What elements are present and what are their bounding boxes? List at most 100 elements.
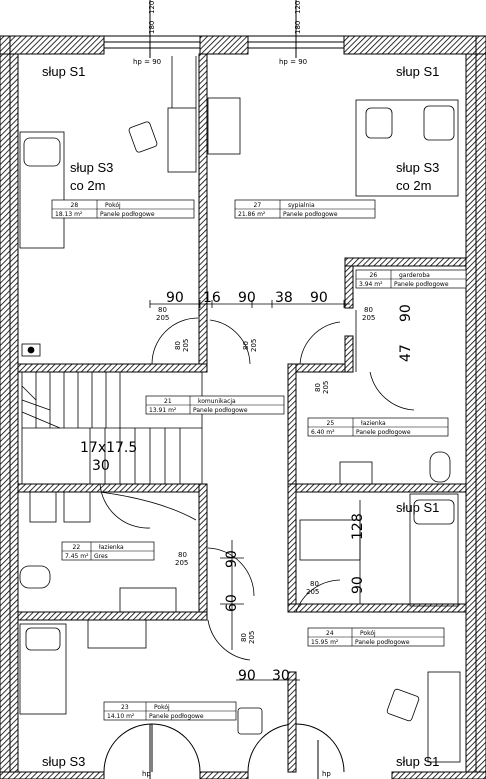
wall-vertical-mid-right [287,363,297,485]
dim-90-corridor: 90 [224,550,240,568]
column-labels: słup S1 słup S1 słup S3 co 2m słup S3 co… [42,64,439,769]
room-area: 14.10 m² [107,713,135,720]
wall-horizontal-h2-right [287,483,467,493]
wall-horizontal-h2-left [17,483,208,493]
room-number: 25 [327,420,335,427]
sill-height-left: hp = 90 [133,58,161,66]
chair-room28 [128,121,158,153]
dim-128: 128 [350,513,366,540]
room-floor: Gres [94,553,108,560]
wall-inner-lines [0,35,477,779]
stairs-count: 30 [92,458,110,474]
dim-60: 60 [224,594,240,612]
room-label-25: 25 łazienka 6.40 m² Panele podłogowe [307,417,449,437]
door-tag-21a-h: 205 [182,339,190,352]
room-name: sypialnia [288,202,315,209]
socket-room28 [21,343,41,357]
toilet-room22 [19,565,51,589]
room-number: 27 [254,202,262,209]
room-number: 24 [326,630,334,637]
column-s1-top-right: słup S1 [396,64,439,79]
window-width-left: 180 [148,21,156,34]
room-floor: Panele podłogowe [355,639,410,646]
door-tag-23-h: 205 [248,631,256,644]
door-tag-25-w: 80 [314,383,322,392]
door-tag-27-h: 205 [362,314,375,322]
room-name: garderoba [399,272,430,279]
sink-room25 [339,461,373,485]
dimension-lines [149,300,361,681]
door-tag-21b-w: 80 [242,341,250,350]
door-tag-24-h: 205 [306,588,319,596]
dim-30: 30 [272,668,290,684]
room-area: 3.94 m² [359,281,383,288]
room-area: 13.91 m² [149,407,177,414]
wall-horizontal-h3-right [287,603,467,613]
dim-90-c: 90 [310,290,328,306]
door-swings [99,317,415,661]
dim-90-b: 90 [238,290,256,306]
door-tag-27-w: 80 [364,306,373,314]
wall-top-right [343,35,486,55]
room-floor: Panele podłogowe [356,429,411,436]
hp-bottom-left: hp [142,770,151,778]
chair-room24 [386,688,420,722]
column-s1-top-left: słup S1 [42,64,85,79]
wall-vertical-bottom-right [287,671,297,773]
room-area: 7.45 m² [65,553,89,560]
column-s3-bottom-left: słup S3 [42,754,85,769]
room-name: łazienka [361,420,386,427]
wall-garderoba-bottom [344,335,354,373]
dim-90-a: 90 [166,290,184,306]
room-number: 26 [370,272,378,279]
room-area: 6.40 m² [311,429,335,436]
wall-top-mid [199,35,249,55]
door-tag-21a-w: 80 [174,341,182,350]
cabinet-room22a [29,491,57,523]
door-tag-21b-h: 205 [250,339,258,352]
room-number: 21 [164,398,172,405]
wall-left [0,35,19,779]
wall-bottom-right [391,771,486,779]
bottom-openings [0,723,486,779]
window-height-right: 120 [294,1,302,14]
wall-horizontal-h1 [17,363,208,373]
room-name: Pokój [154,704,170,711]
top-windows [103,0,345,58]
window-height-left: 120 [148,1,156,14]
room-name: komunikacja [198,398,236,405]
stairs-size: 17x17.5 [80,440,137,456]
chair-room23 [237,707,263,735]
interior-walls [17,53,467,773]
desk-room28 [167,107,197,173]
column-s3-left: słup S3 [70,160,113,175]
wall-horizontal-h1b [287,363,349,373]
room-floor: Panele podłogowe [283,211,338,218]
room-floor: Panele podłogowe [100,211,155,218]
wall-horizontal-h3-left [17,611,208,621]
dim-90-garderoba: 90 [398,304,414,322]
column-s3-right: słup S3 [396,160,439,175]
hp-bottom-right: hp [322,770,331,778]
door-tags: 80 205 80 205 80 205 80 205 80 205 80 20… [156,306,375,644]
dim-47: 47 [398,344,414,362]
room-floor: Panele podłogowe [149,713,204,720]
toilet-room25 [429,451,451,483]
room-floor: Panele podłogowe [193,407,248,414]
column-s3-left-note: co 2m [70,178,105,193]
window-width-right: 180 [294,21,302,34]
room-name: łazienka [99,544,124,551]
wardrobe-room27 [207,97,241,155]
dim-90-bedroom24: 90 [350,576,366,594]
door-tag-23-w: 80 [240,633,248,642]
bed-room23 [19,623,67,715]
wall-top-left [0,35,105,55]
wall-bottom-mid [199,771,249,779]
